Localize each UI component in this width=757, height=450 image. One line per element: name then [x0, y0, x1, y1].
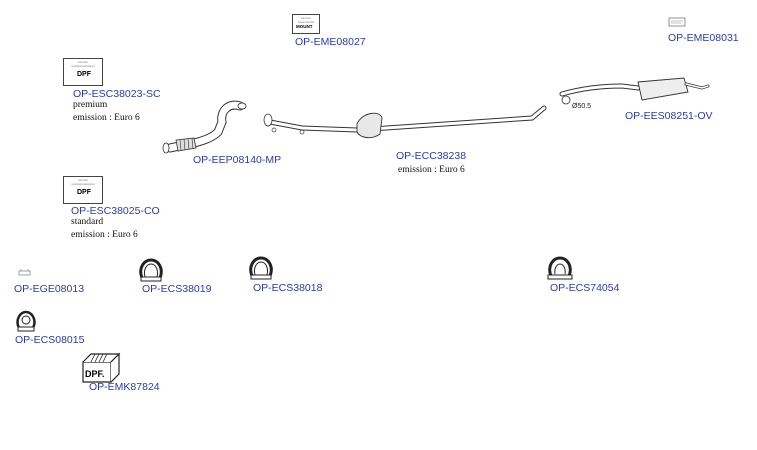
clamp-image-38018: [249, 256, 273, 280]
part-code-emk87824[interactable]: OP-EMK87824: [89, 381, 160, 393]
part-code-eme08031[interactable]: OP-EME08031: [668, 32, 739, 44]
dpf-badge-premium: DPF: [77, 71, 91, 78]
part-code-esc38025[interactable]: OP-ESC38025-CO: [71, 205, 160, 217]
dpf-badge-standard: DPF: [77, 189, 91, 196]
part-code-ees08251[interactable]: OP-EES08251-OV: [625, 110, 713, 122]
clamp-image-38019: [139, 258, 163, 282]
gasket-image: [18, 269, 31, 276]
clamp-image-08015: [16, 310, 36, 332]
part-code-ecc38238[interactable]: OP-ECC38238: [396, 150, 467, 162]
mount-label-image: ▭▭▭ ▭▭▭▭▭ MOUNT: [292, 14, 320, 34]
part-code-eep08140[interactable]: OP-EEP08140-MP: [193, 154, 282, 166]
ecc38238-emission: emission : Euro 6: [398, 165, 465, 175]
esc38023-emission: emission : Euro 6: [73, 113, 140, 123]
dpf-label-image-standard: ▭▭▭ ▭▭▭▭▭▭▭ DPF: [63, 176, 103, 204]
part-code-ecs38019[interactable]: OP-ECS38019: [142, 283, 212, 295]
clamp-image-74054: [547, 256, 573, 280]
part-code-eme08027[interactable]: OP-EME08027: [295, 36, 366, 48]
catalytic-pipe-image: [263, 105, 547, 139]
esc38023-variant: premium: [73, 100, 108, 110]
silencer-dimension: Ø50.5: [572, 103, 591, 110]
front-pipe-image: [162, 100, 247, 154]
mount-small-image: [668, 17, 686, 27]
rear-silencer-image: Ø50.5: [559, 77, 710, 110]
part-code-ecs74054[interactable]: OP-ECS74054: [550, 282, 620, 294]
part-code-ecs38018[interactable]: OP-ECS38018: [253, 282, 323, 294]
part-code-esc38023[interactable]: OP-ESC38023-SC: [73, 88, 161, 100]
part-code-ecs08015[interactable]: OP-ECS08015: [15, 334, 85, 346]
esc38025-variant: standard: [71, 217, 104, 227]
dpf-kit-badge: DPF.: [85, 369, 105, 379]
esc38025-emission: emission : Euro 6: [71, 230, 138, 240]
dpf-label-image-premium: ▭▭▭ ▭▭▭▭▭▭▭ DPF: [63, 58, 103, 86]
mount-label-text: MOUNT: [296, 24, 313, 29]
part-code-ege08013[interactable]: OP-EGE08013: [14, 283, 85, 295]
dpf-kit-box-image: DPF.: [82, 352, 121, 383]
